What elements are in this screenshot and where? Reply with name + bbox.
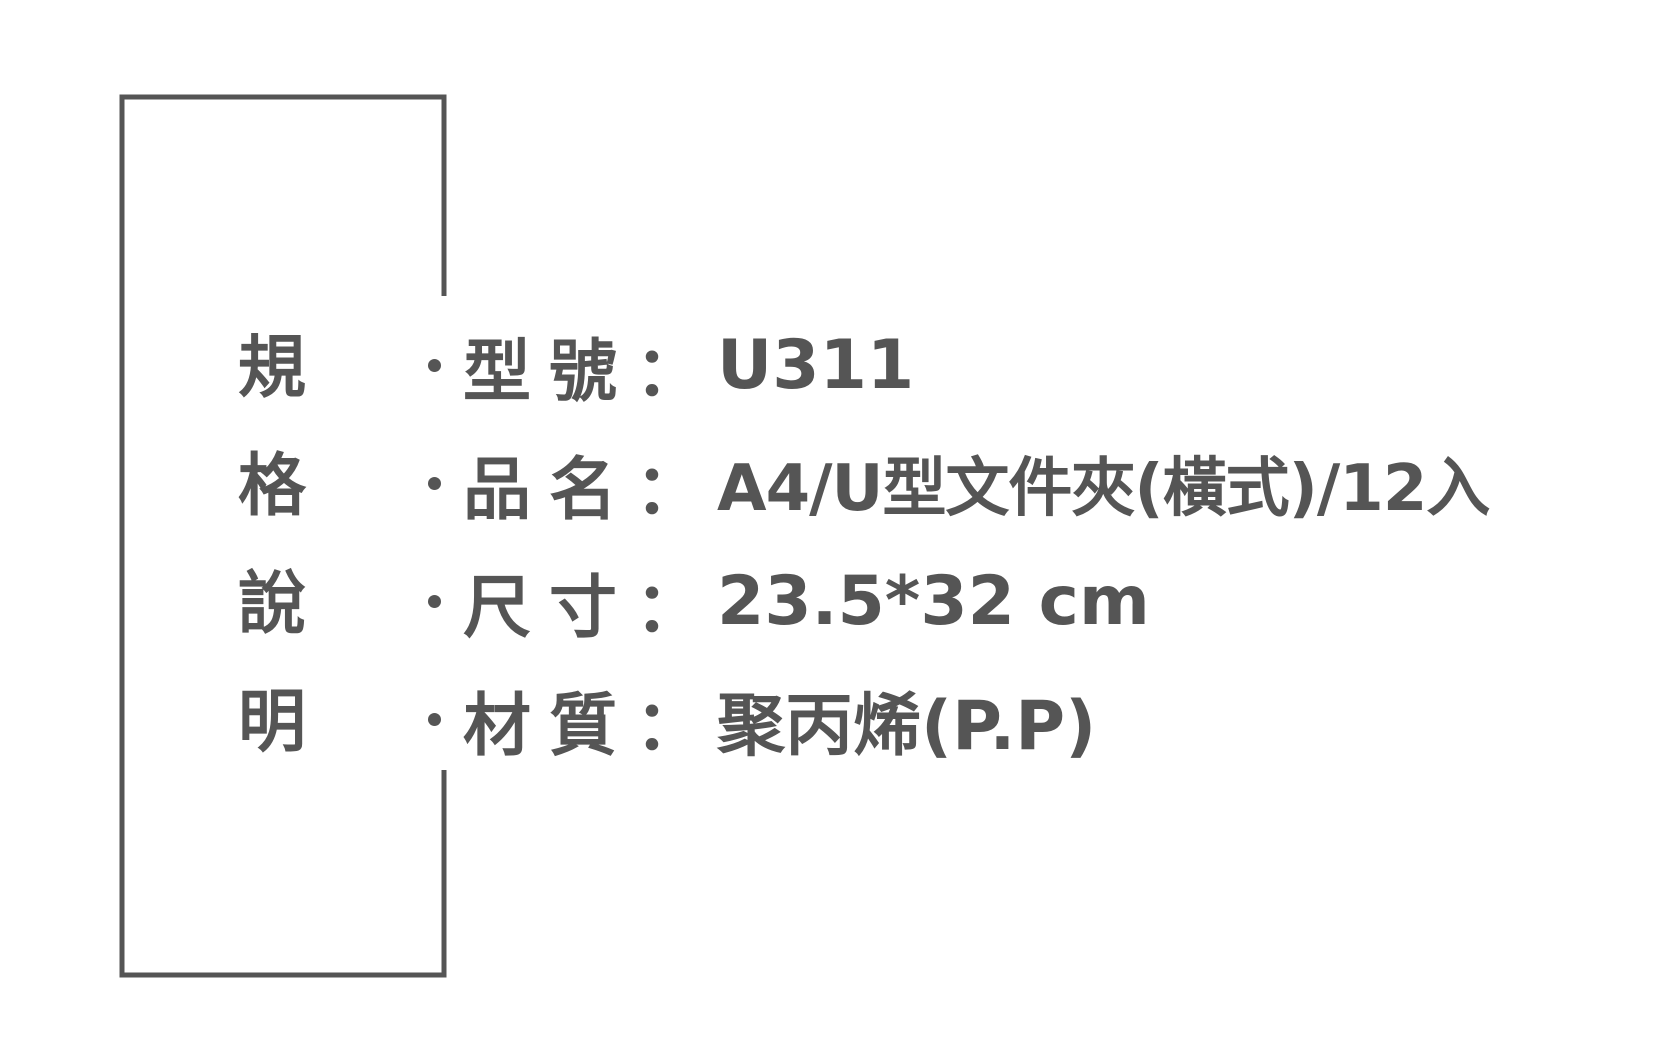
spec-label-product-name: 品名 bbox=[463, 450, 636, 530]
spec-value-product-name: A4/U型文件夾(橫式)/12入 bbox=[717, 452, 1490, 526]
spec-value-size: 23.5*32 cm bbox=[717, 561, 1150, 641]
spec-colon: ： bbox=[635, 332, 704, 412]
spec-colon: ： bbox=[635, 568, 704, 648]
spec-label-material: 材質 bbox=[463, 686, 636, 766]
spec-value-model: U311 bbox=[717, 325, 915, 405]
spec-row-size: 尺寸 ： 23.5*32 cm bbox=[428, 542, 1489, 660]
spec-row-material: 材質 ： 聚丙烯(P.P) bbox=[428, 660, 1489, 778]
bullet-icon bbox=[428, 594, 441, 608]
title-char-1: 規 bbox=[237, 329, 306, 408]
bullet-icon bbox=[428, 712, 441, 726]
title-char-3: 說 bbox=[237, 565, 306, 644]
title-char-2: 格 bbox=[237, 447, 306, 526]
spec-row-product-name: 品名 ： A4/U型文件夾(橫式)/12入 bbox=[428, 424, 1490, 542]
spec-value-material: 聚丙烯(P.P) bbox=[717, 686, 1097, 766]
spec-section-title: 規 格 說 明 bbox=[232, 310, 312, 782]
spec-list: 型號 ： U311 品名 ： A4/U型文件夾(橫式)/12入 尺寸 ： 23.… bbox=[428, 306, 1490, 778]
title-char-4: 明 bbox=[237, 683, 306, 762]
spec-label-size: 尺寸 bbox=[463, 568, 636, 648]
spec-label-model: 型號 bbox=[463, 332, 636, 412]
spec-row-model: 型號 ： U311 bbox=[428, 306, 1489, 424]
spec-colon: ： bbox=[635, 450, 704, 530]
spec-colon: ： bbox=[635, 686, 704, 766]
frame-top-segment bbox=[119, 94, 447, 978]
bullet-icon bbox=[428, 358, 441, 372]
bullet-icon bbox=[428, 476, 441, 490]
